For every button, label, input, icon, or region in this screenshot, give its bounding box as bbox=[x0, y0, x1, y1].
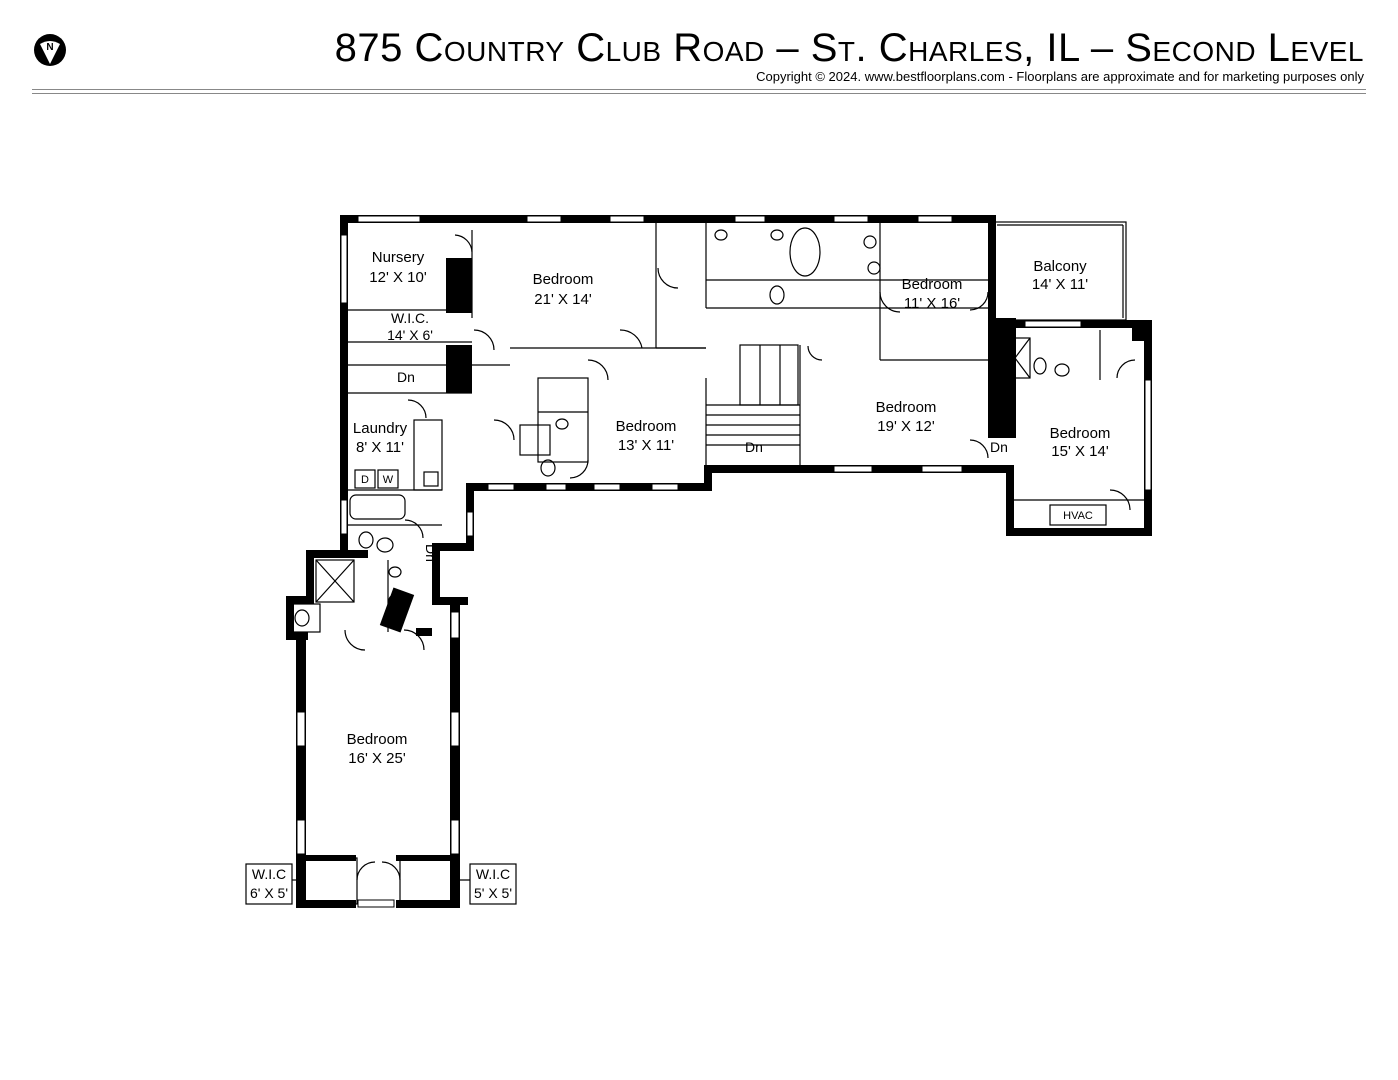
wic-right-name: W.I.C bbox=[476, 866, 510, 882]
wic-left-label-box bbox=[245, 863, 293, 905]
nursery-name: Nursery bbox=[372, 249, 425, 266]
balcony-size: 14' X 11' bbox=[1032, 276, 1088, 293]
stair-dn-south: Dn bbox=[423, 544, 439, 562]
bedroom-ne-name: Bedroom bbox=[902, 276, 963, 293]
wic-left-name: W.I.C bbox=[252, 866, 286, 882]
north-arrow-icon: N bbox=[34, 34, 66, 66]
stair-dn-center: Dn bbox=[745, 439, 763, 455]
page-title: 875 Country Club Road – St. Charles, IL … bbox=[334, 26, 1364, 70]
hvac-label: HVAC bbox=[1063, 510, 1093, 522]
wic-top-size: 14' X 6' bbox=[387, 327, 433, 343]
stair-dn-east: Dn bbox=[990, 439, 1008, 455]
dryer-label: D bbox=[361, 474, 369, 486]
bedroom-east-name: Bedroom bbox=[1050, 425, 1111, 442]
bedroom-mid-size: 13' X 11' bbox=[618, 437, 674, 454]
bedroom-center-name: Bedroom bbox=[876, 399, 937, 416]
header-rule-bottom bbox=[32, 93, 1366, 94]
bedroom-main-name: Bedroom bbox=[533, 271, 594, 288]
laundry-name: Laundry bbox=[353, 420, 408, 437]
bedroom-mid-name: Bedroom bbox=[616, 418, 677, 435]
bath-mid bbox=[537, 377, 589, 463]
header-rule-top bbox=[32, 89, 1366, 90]
exterior-walls bbox=[286, 215, 1152, 908]
wic-top-name: W.I.C. bbox=[391, 310, 429, 326]
bedroom-east-size: 15' X 14' bbox=[1051, 443, 1109, 460]
stair-well bbox=[739, 344, 799, 406]
bedroom-center-size: 19' X 12' bbox=[877, 418, 935, 435]
copyright-notice: Copyright © 2024. www.bestfloorplans.com… bbox=[756, 69, 1364, 84]
bedroom-south-name: Bedroom bbox=[347, 731, 408, 748]
stair-dn-left: Dn bbox=[397, 369, 415, 385]
bedroom-ne-size: 11' X 16' bbox=[904, 295, 960, 312]
wic-right-label-box bbox=[469, 863, 517, 905]
bedroom-south-size: 16' X 25' bbox=[348, 750, 406, 767]
balcony-name: Balcony bbox=[1033, 258, 1087, 275]
washer-label: W bbox=[383, 474, 394, 486]
bedroom-main-size: 21' X 14' bbox=[534, 291, 592, 308]
windows bbox=[296, 215, 1152, 908]
room-labels: Nursery 12' X 10' Bedroom 21' X 14' Bedr… bbox=[250, 249, 1110, 901]
wic-right-size: 5' X 5' bbox=[474, 885, 512, 901]
nursery-size: 12' X 10' bbox=[369, 269, 427, 286]
wic-left-size: 6' X 5' bbox=[250, 885, 288, 901]
header: N 875 Country Club Road – St. Charles, I… bbox=[0, 0, 1398, 100]
laundry-size: 8' X 11' bbox=[356, 439, 404, 456]
compass-letter: N bbox=[46, 42, 53, 53]
hvac-box bbox=[1049, 504, 1107, 526]
